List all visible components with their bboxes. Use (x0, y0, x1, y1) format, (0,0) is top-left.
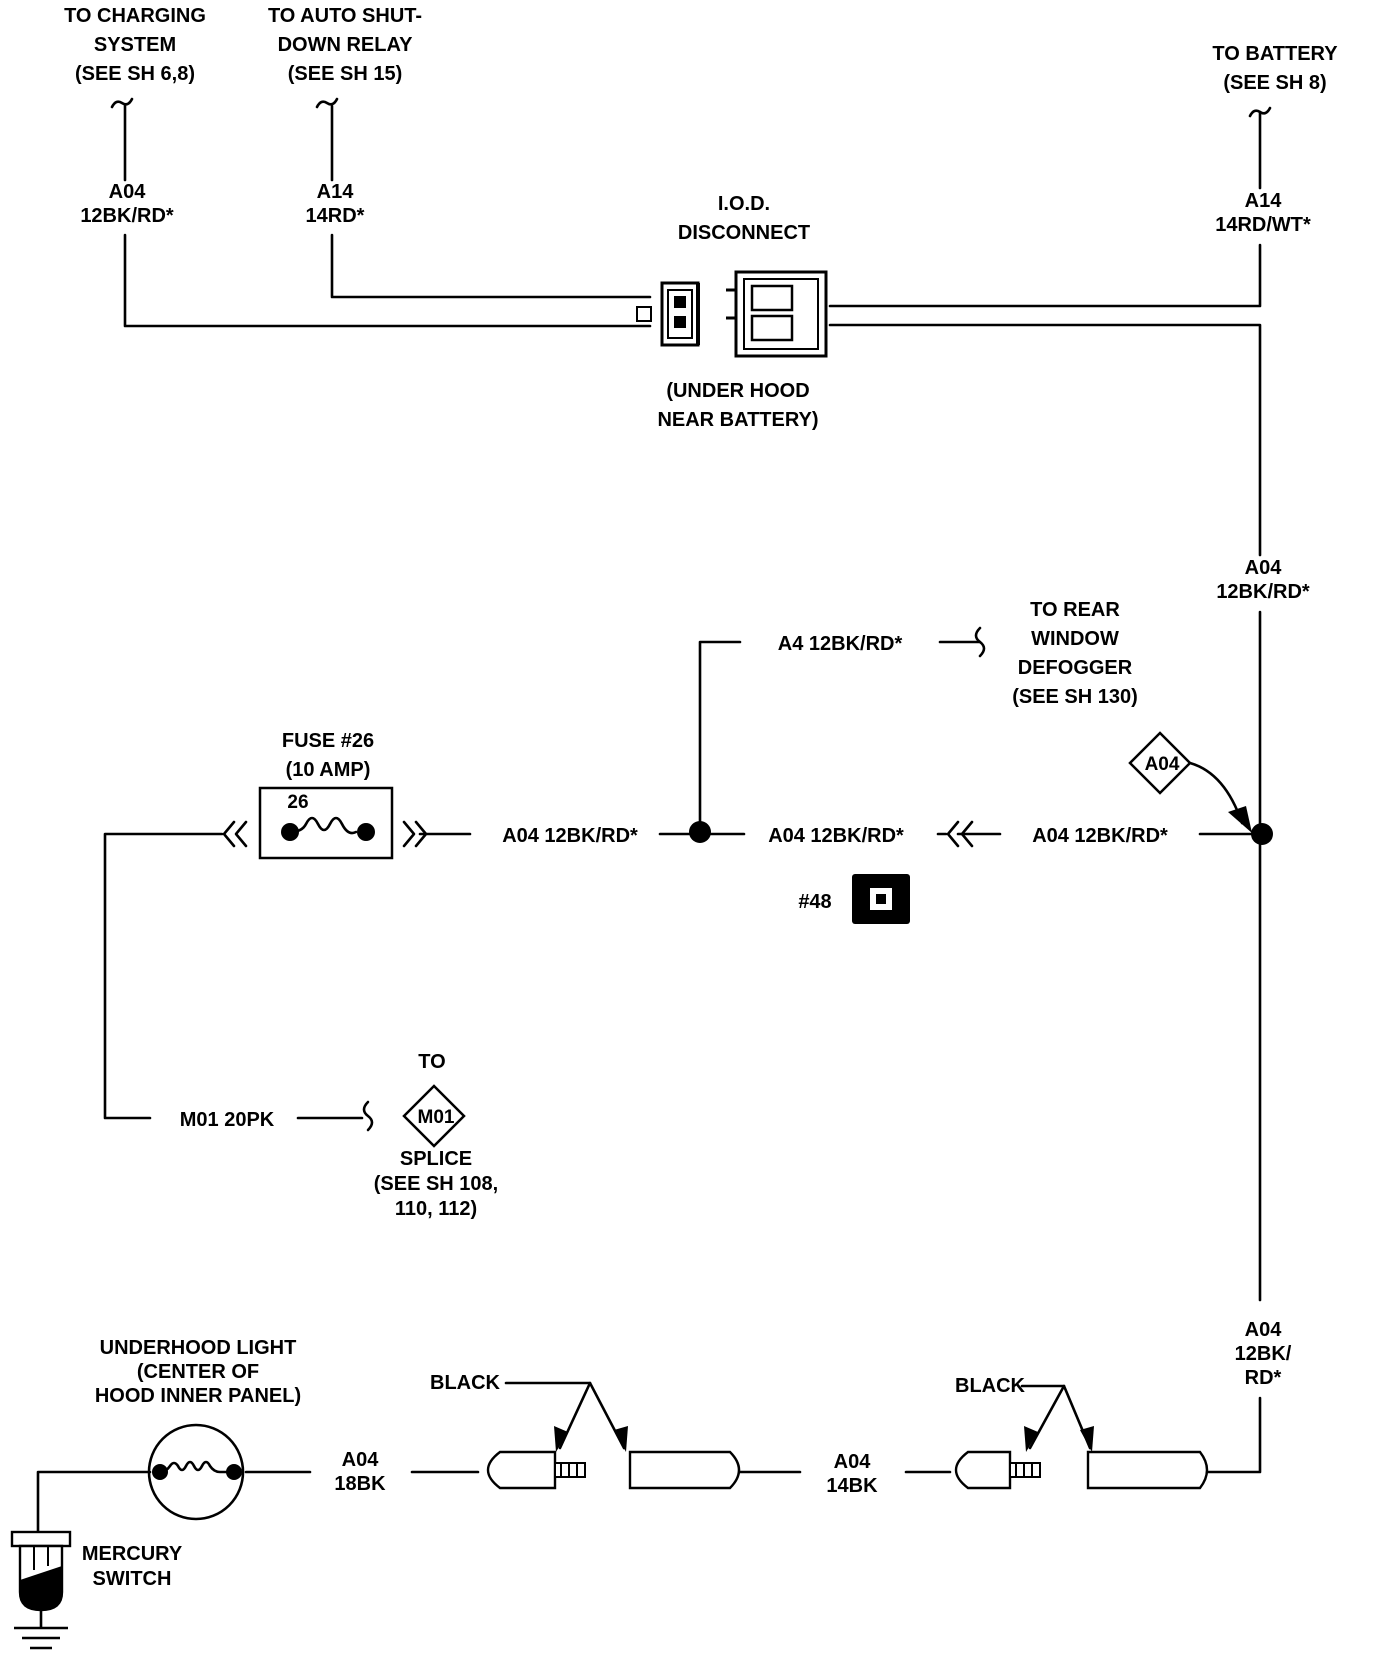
splice-a04-diamond: A04 (1128, 731, 1192, 795)
a04-mid-2-label: A04 12BK/RD* (768, 825, 904, 847)
defogger-label-3: DEFOGGER (1018, 657, 1133, 679)
a14-left-label-2: 14RD* (306, 205, 365, 227)
splice-ref-1: SPLICE (400, 1148, 472, 1170)
iod-location-2: NEAR BATTERY) (657, 409, 818, 431)
fuse-out-connector-icon (402, 820, 428, 848)
mercury-switch-icon (10, 1530, 72, 1612)
to-asd-line-1: TO AUTO SHUT- (268, 5, 422, 27)
to-charging-system-label: TO CHARGING SYSTEM (SEE SH 6,8) (64, 5, 206, 85)
wire-18bk-label-1: A04 (342, 1449, 380, 1471)
black-left-label: BLACK (430, 1372, 501, 1394)
m01-wire-label: M01 20PK (180, 1109, 275, 1131)
iod-label-1: I.O.D. (718, 193, 770, 215)
splice-a04-arrowhead (1228, 806, 1252, 833)
black-left-leader-1 (504, 1381, 592, 1450)
a04-right-upper-label-1: A04 (1245, 557, 1283, 579)
a04-left-label-1: A04 (109, 181, 147, 203)
a04-left-label-2: 12BK/RD* (80, 205, 174, 227)
black-left-arrow-2 (614, 1426, 628, 1452)
to-auto-shutdown-label: TO AUTO SHUT- DOWN RELAY (SEE SH 15) (268, 5, 422, 85)
mercury-switch-label-2: SWITCH (93, 1568, 172, 1590)
wire-14bk-label-1: A04 (834, 1451, 872, 1473)
underhood-light-label-2: (CENTER OF (137, 1361, 259, 1383)
to-battery-line-1: TO BATTERY (1212, 43, 1338, 65)
to-battery-label: TO BATTERY (SEE SH 8) (1212, 43, 1338, 94)
fuse-number: 26 (287, 792, 308, 813)
a04-right-lower-label-2: 12BK/ (1235, 1343, 1292, 1365)
wire-a14-battery-to-iod (828, 243, 1262, 308)
to-asd-line-2: DOWN RELAY (278, 34, 413, 56)
defogger-label-2: WINDOW (1031, 628, 1119, 650)
wire-18bk-label-2: 18BK (334, 1473, 386, 1495)
to-charging-line-2: SYSTEM (94, 34, 176, 56)
wire-m01-vertical (103, 832, 224, 1120)
splice-ref-2: (SEE SH 108, (374, 1173, 499, 1195)
defogger-label-4: (SEE SH 130) (1012, 686, 1138, 708)
a04-right-lower-label-1: A04 (1245, 1319, 1283, 1341)
mercury-switch-label-1: MERCURY (82, 1543, 183, 1565)
a04-mid-1-label: A04 12BK/RD* (502, 825, 638, 847)
a04-right-lower-label-3: RD* (1245, 1367, 1282, 1389)
underhood-light-label-1: UNDERHOOD LIGHT (100, 1337, 297, 1359)
defogger-label-1: TO REAR (1030, 599, 1120, 621)
iod-label-2: DISCONNECT (678, 222, 810, 244)
a4-wire-label: A4 12BK/RD* (778, 633, 903, 655)
splice-junction-mid (689, 821, 711, 843)
wire-14bk-label-2: 14BK (826, 1475, 878, 1497)
a14-left-label-1: A14 (317, 181, 355, 203)
fuse-label-2: (10 AMP) (286, 759, 371, 781)
continuation-defogger-icon (974, 626, 986, 658)
inline-connector-right (954, 1450, 1209, 1490)
wire-lamp-to-switch (36, 1470, 152, 1536)
connector-48-label: #48 (798, 891, 831, 913)
continuation-charging-icon (110, 97, 134, 109)
connector-48-symbol-icon (946, 820, 974, 848)
black-right-arrow-1 (1024, 1426, 1038, 1452)
continuation-asd-icon (315, 97, 339, 109)
to-charging-line-3: (SEE SH 6,8) (75, 63, 195, 85)
black-left-arrow-1 (554, 1426, 568, 1452)
splice-m01-label: M01 (418, 1107, 455, 1128)
a14-right-label-1: A14 (1245, 190, 1283, 212)
fuse-26: 26 (258, 786, 394, 860)
splice-m01-diamond: M01 (402, 1084, 466, 1148)
a14-right-label-2: 14RD/WT* (1215, 214, 1311, 236)
wire-a4-branch (698, 640, 742, 827)
wire-a14-to-iod (330, 233, 652, 299)
underhood-light-label-3: HOOD INNER PANEL) (95, 1385, 301, 1407)
underhood-lamp-icon (147, 1423, 245, 1521)
wire-a04-iod-to-splice (828, 323, 1262, 557)
a04-mid-3-label: A04 12BK/RD* (1032, 825, 1168, 847)
to-asd-line-3: (SEE SH 15) (288, 63, 402, 85)
inline-connector-left (486, 1450, 741, 1490)
to-m01-label: TO (418, 1051, 445, 1073)
fuse-in-connector-icon (222, 820, 248, 848)
connector-48-icon (852, 874, 910, 924)
black-right-label: BLACK (955, 1375, 1026, 1397)
wire-a04-right-to-connector (1198, 1396, 1262, 1474)
to-charging-line-1: TO CHARGING (64, 5, 206, 27)
iod-disconnect-connector (636, 270, 828, 358)
to-battery-line-2: (SEE SH 8) (1223, 72, 1326, 94)
continuation-m01-icon (362, 1100, 374, 1132)
wire-a04-to-iod (123, 233, 652, 328)
iod-location-1: (UNDER HOOD (666, 380, 809, 402)
black-right-arrow-2 (1080, 1426, 1094, 1452)
splice-ref-3: 110, 112) (395, 1198, 477, 1220)
fuse-label-1: FUSE #26 (282, 730, 374, 752)
a04-right-upper-label-2: 12BK/RD* (1216, 581, 1310, 603)
splice-a04-label: A04 (1145, 754, 1180, 775)
ground-icon (14, 1610, 68, 1650)
